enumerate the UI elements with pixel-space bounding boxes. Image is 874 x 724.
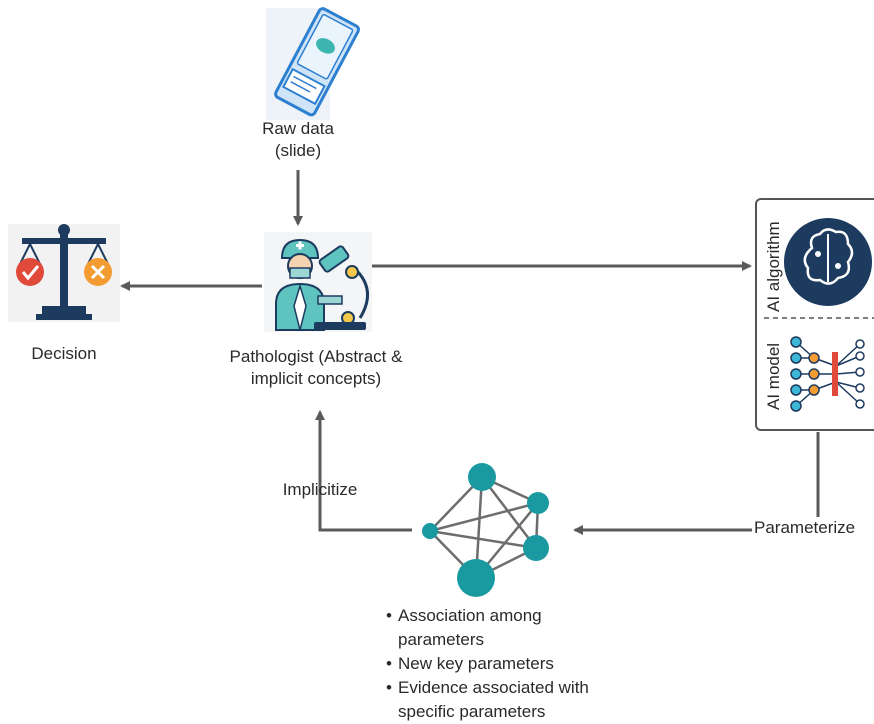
outputs-list: Association among parameters New key par… <box>386 604 589 724</box>
arrow-network-to-pathologist <box>315 410 412 532</box>
output-1-line1: Association among <box>398 606 542 625</box>
output-3-line1: Evidence associated with <box>398 678 589 697</box>
parameterize-label: Parameterize <box>752 517 858 539</box>
raw-data-line1: Raw data <box>262 119 334 138</box>
list-item: Association among parameters <box>386 604 589 652</box>
pathologist-line1: Pathologist (Abstract & <box>229 347 403 366</box>
pathologist-line2: implicit concepts) <box>250 369 382 388</box>
output-2-line1: New key parameters <box>398 654 554 673</box>
brain-icon <box>784 218 872 306</box>
neural-network-icon <box>790 336 865 412</box>
output-1-line2: parameters <box>398 630 484 649</box>
list-item: New key parameters <box>386 652 589 676</box>
output-3-line2: specific parameters <box>398 702 546 721</box>
raw-data-line2: (slide) <box>274 141 322 160</box>
implicitize-label: Implicitize <box>282 480 358 499</box>
list-item: Evidence associated with specific parame… <box>386 676 589 724</box>
raw-data-label: Raw data (slide) <box>248 118 348 162</box>
pathologist-label: Pathologist (Abstract & implicit concept… <box>206 346 426 390</box>
decision-label: Decision <box>31 344 97 363</box>
